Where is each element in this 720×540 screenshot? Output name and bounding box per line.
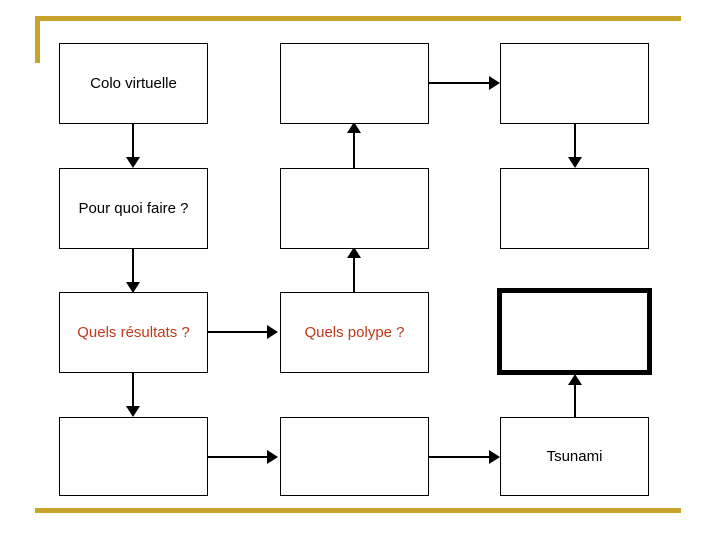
node-r2c2[interactable] bbox=[280, 168, 429, 249]
edge-r4c2-r4c3-arrowhead bbox=[489, 450, 500, 464]
node-label: Quels polype ? bbox=[304, 323, 405, 341]
edge-r1c2-r1c3-line bbox=[429, 82, 491, 84]
node-label: Pour quoi faire ? bbox=[78, 199, 189, 217]
edge-r4c1-r4c2-line bbox=[207, 456, 269, 458]
node-r1c3[interactable] bbox=[500, 43, 649, 124]
node-label: Quels résultats ? bbox=[77, 323, 190, 341]
node-pour-quoi-faire[interactable]: Pour quoi faire ? bbox=[59, 168, 208, 249]
node-r3c3-emphasis[interactable] bbox=[497, 288, 652, 375]
edge-r1c3-r2c3-line bbox=[574, 123, 576, 159]
edge-r3c1-r4c1-arrowhead bbox=[126, 406, 140, 417]
node-label: Tsunami bbox=[546, 447, 603, 465]
node-label: Colo virtuelle bbox=[90, 74, 177, 92]
node-quels-polype[interactable]: Quels polype ? bbox=[280, 292, 429, 373]
edge-r1c3-r2c3-arrowhead bbox=[568, 157, 582, 168]
edge-r2c2-r1c2-line bbox=[353, 133, 355, 169]
node-tsunami[interactable]: Tsunami bbox=[500, 417, 649, 496]
edge-r4c2-r4c3-line bbox=[429, 456, 491, 458]
gold-bottom-rule bbox=[35, 508, 681, 513]
gold-top-rule bbox=[35, 16, 681, 21]
edge-r4c3-r3c3-arrowhead bbox=[568, 374, 582, 385]
edge-r3c2-r2c2-line bbox=[353, 258, 355, 294]
edge-r3c1-r3c2-arrowhead bbox=[267, 325, 278, 339]
edge-r2c2-r1c2-arrowhead bbox=[347, 122, 361, 133]
node-quels-resultats[interactable]: Quels résultats ? bbox=[59, 292, 208, 373]
edge-r4c3-r3c3-line bbox=[574, 385, 576, 417]
node-r4c1[interactable] bbox=[59, 417, 208, 496]
edge-r1c1-r2c1-line bbox=[132, 123, 134, 159]
edge-r1c1-r2c1-arrowhead bbox=[126, 157, 140, 168]
edge-r1c2-r1c3-arrowhead bbox=[489, 76, 500, 90]
edge-r3c2-r2c2-arrowhead bbox=[347, 247, 361, 258]
edge-r3c1-r4c1-line bbox=[132, 372, 134, 408]
node-r2c3[interactable] bbox=[500, 168, 649, 249]
edge-r2c1-r3c1-line bbox=[132, 248, 134, 284]
node-r1c2[interactable] bbox=[280, 43, 429, 124]
edge-r3c1-r3c2-line bbox=[207, 331, 269, 333]
node-r4c2[interactable] bbox=[280, 417, 429, 496]
edge-r2c1-r3c1-arrowhead bbox=[126, 282, 140, 293]
edge-r4c1-r4c2-arrowhead bbox=[267, 450, 278, 464]
node-colo-virtuelle[interactable]: Colo virtuelle bbox=[59, 43, 208, 124]
gold-left-tick bbox=[35, 16, 40, 63]
